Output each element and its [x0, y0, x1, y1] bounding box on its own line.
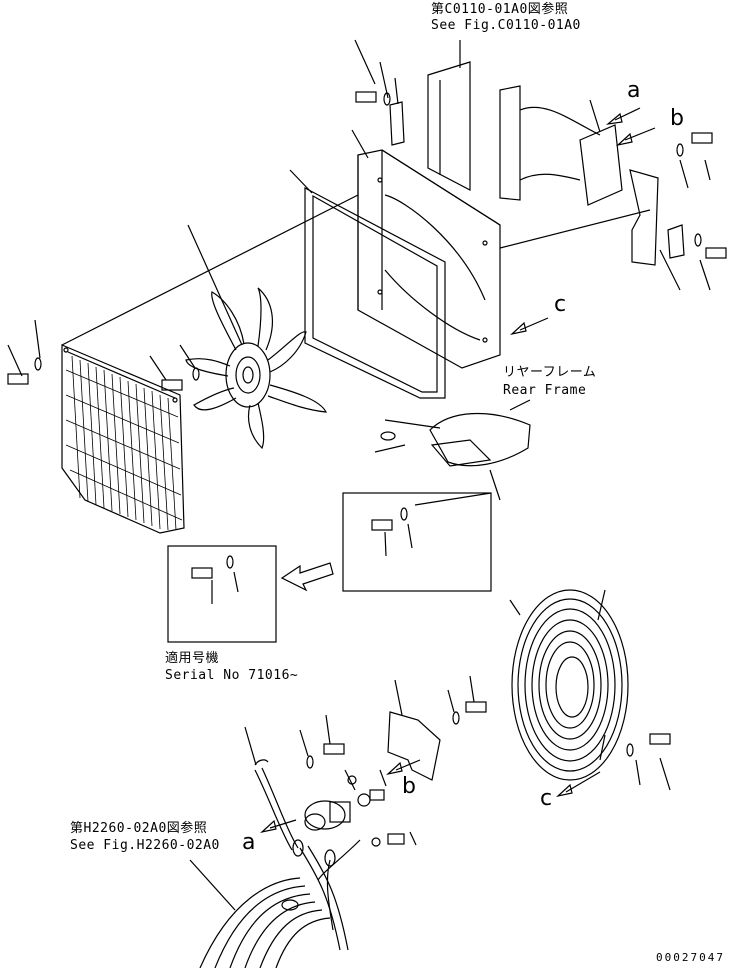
rear-frame-jp: リヤーフレーム — [503, 365, 597, 380]
direction-arrow — [280, 562, 334, 592]
marker-a-lower: a — [242, 830, 256, 855]
marker-b-upper: b — [670, 106, 685, 131]
fan-guard — [509, 589, 629, 781]
motor-bracket — [387, 679, 441, 781]
fan-shroud — [61, 129, 651, 369]
upper-bolts — [7, 91, 727, 391]
inset-serial-detail — [167, 545, 277, 643]
hydraulic-motor — [304, 769, 417, 847]
top-bracket — [354, 39, 711, 291]
inset-bolt-detail — [342, 492, 492, 592]
serial-en: Serial No 71016~ — [165, 668, 299, 683]
marker-arrows — [259, 107, 656, 834]
drawing-number: 00027047 — [656, 951, 725, 964]
hydraulic-hoses — [189, 726, 361, 968]
lower-bolts — [299, 675, 671, 791]
rear-grille — [61, 344, 185, 534]
bottom-ref-en: See Fig.H2260-02A0 — [70, 838, 220, 853]
marker-c-upper: c — [554, 292, 567, 317]
cooling-fan — [185, 224, 328, 450]
marker-a-upper: a — [627, 78, 641, 103]
bottom-ref-jp: 第H2260-02A0図参照 — [70, 821, 208, 836]
marker-c-lower: c — [540, 786, 553, 811]
seal-gasket — [289, 169, 446, 399]
rear-frame-en: Rear Frame — [503, 383, 587, 398]
top-ref-jp: 第C0110-01A0図参照 — [431, 2, 569, 17]
serial-jp: 適用号機 — [165, 651, 220, 666]
top-ref-en: See Fig.C0110-01A0 — [431, 18, 581, 33]
rear-frame-bracket — [374, 399, 531, 501]
marker-b-lower: b — [402, 774, 417, 799]
